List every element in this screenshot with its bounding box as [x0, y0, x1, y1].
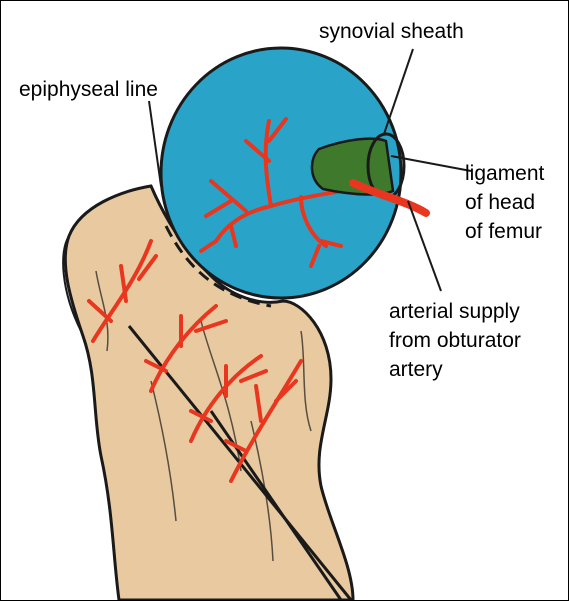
label-synovial-sheath: synovial sheath	[319, 19, 464, 44]
label-ligament-line2: of head	[465, 190, 535, 215]
label-arterial-line2: from obturator	[389, 328, 521, 353]
label-ligament-line1: ligament	[465, 161, 544, 186]
label-epiphyseal-line: epiphyseal line	[19, 77, 158, 102]
label-arterial-line3: artery	[389, 357, 443, 382]
label-ligament-line3: of femur	[465, 219, 542, 244]
label-arterial-line1: arterial supply	[389, 299, 520, 324]
